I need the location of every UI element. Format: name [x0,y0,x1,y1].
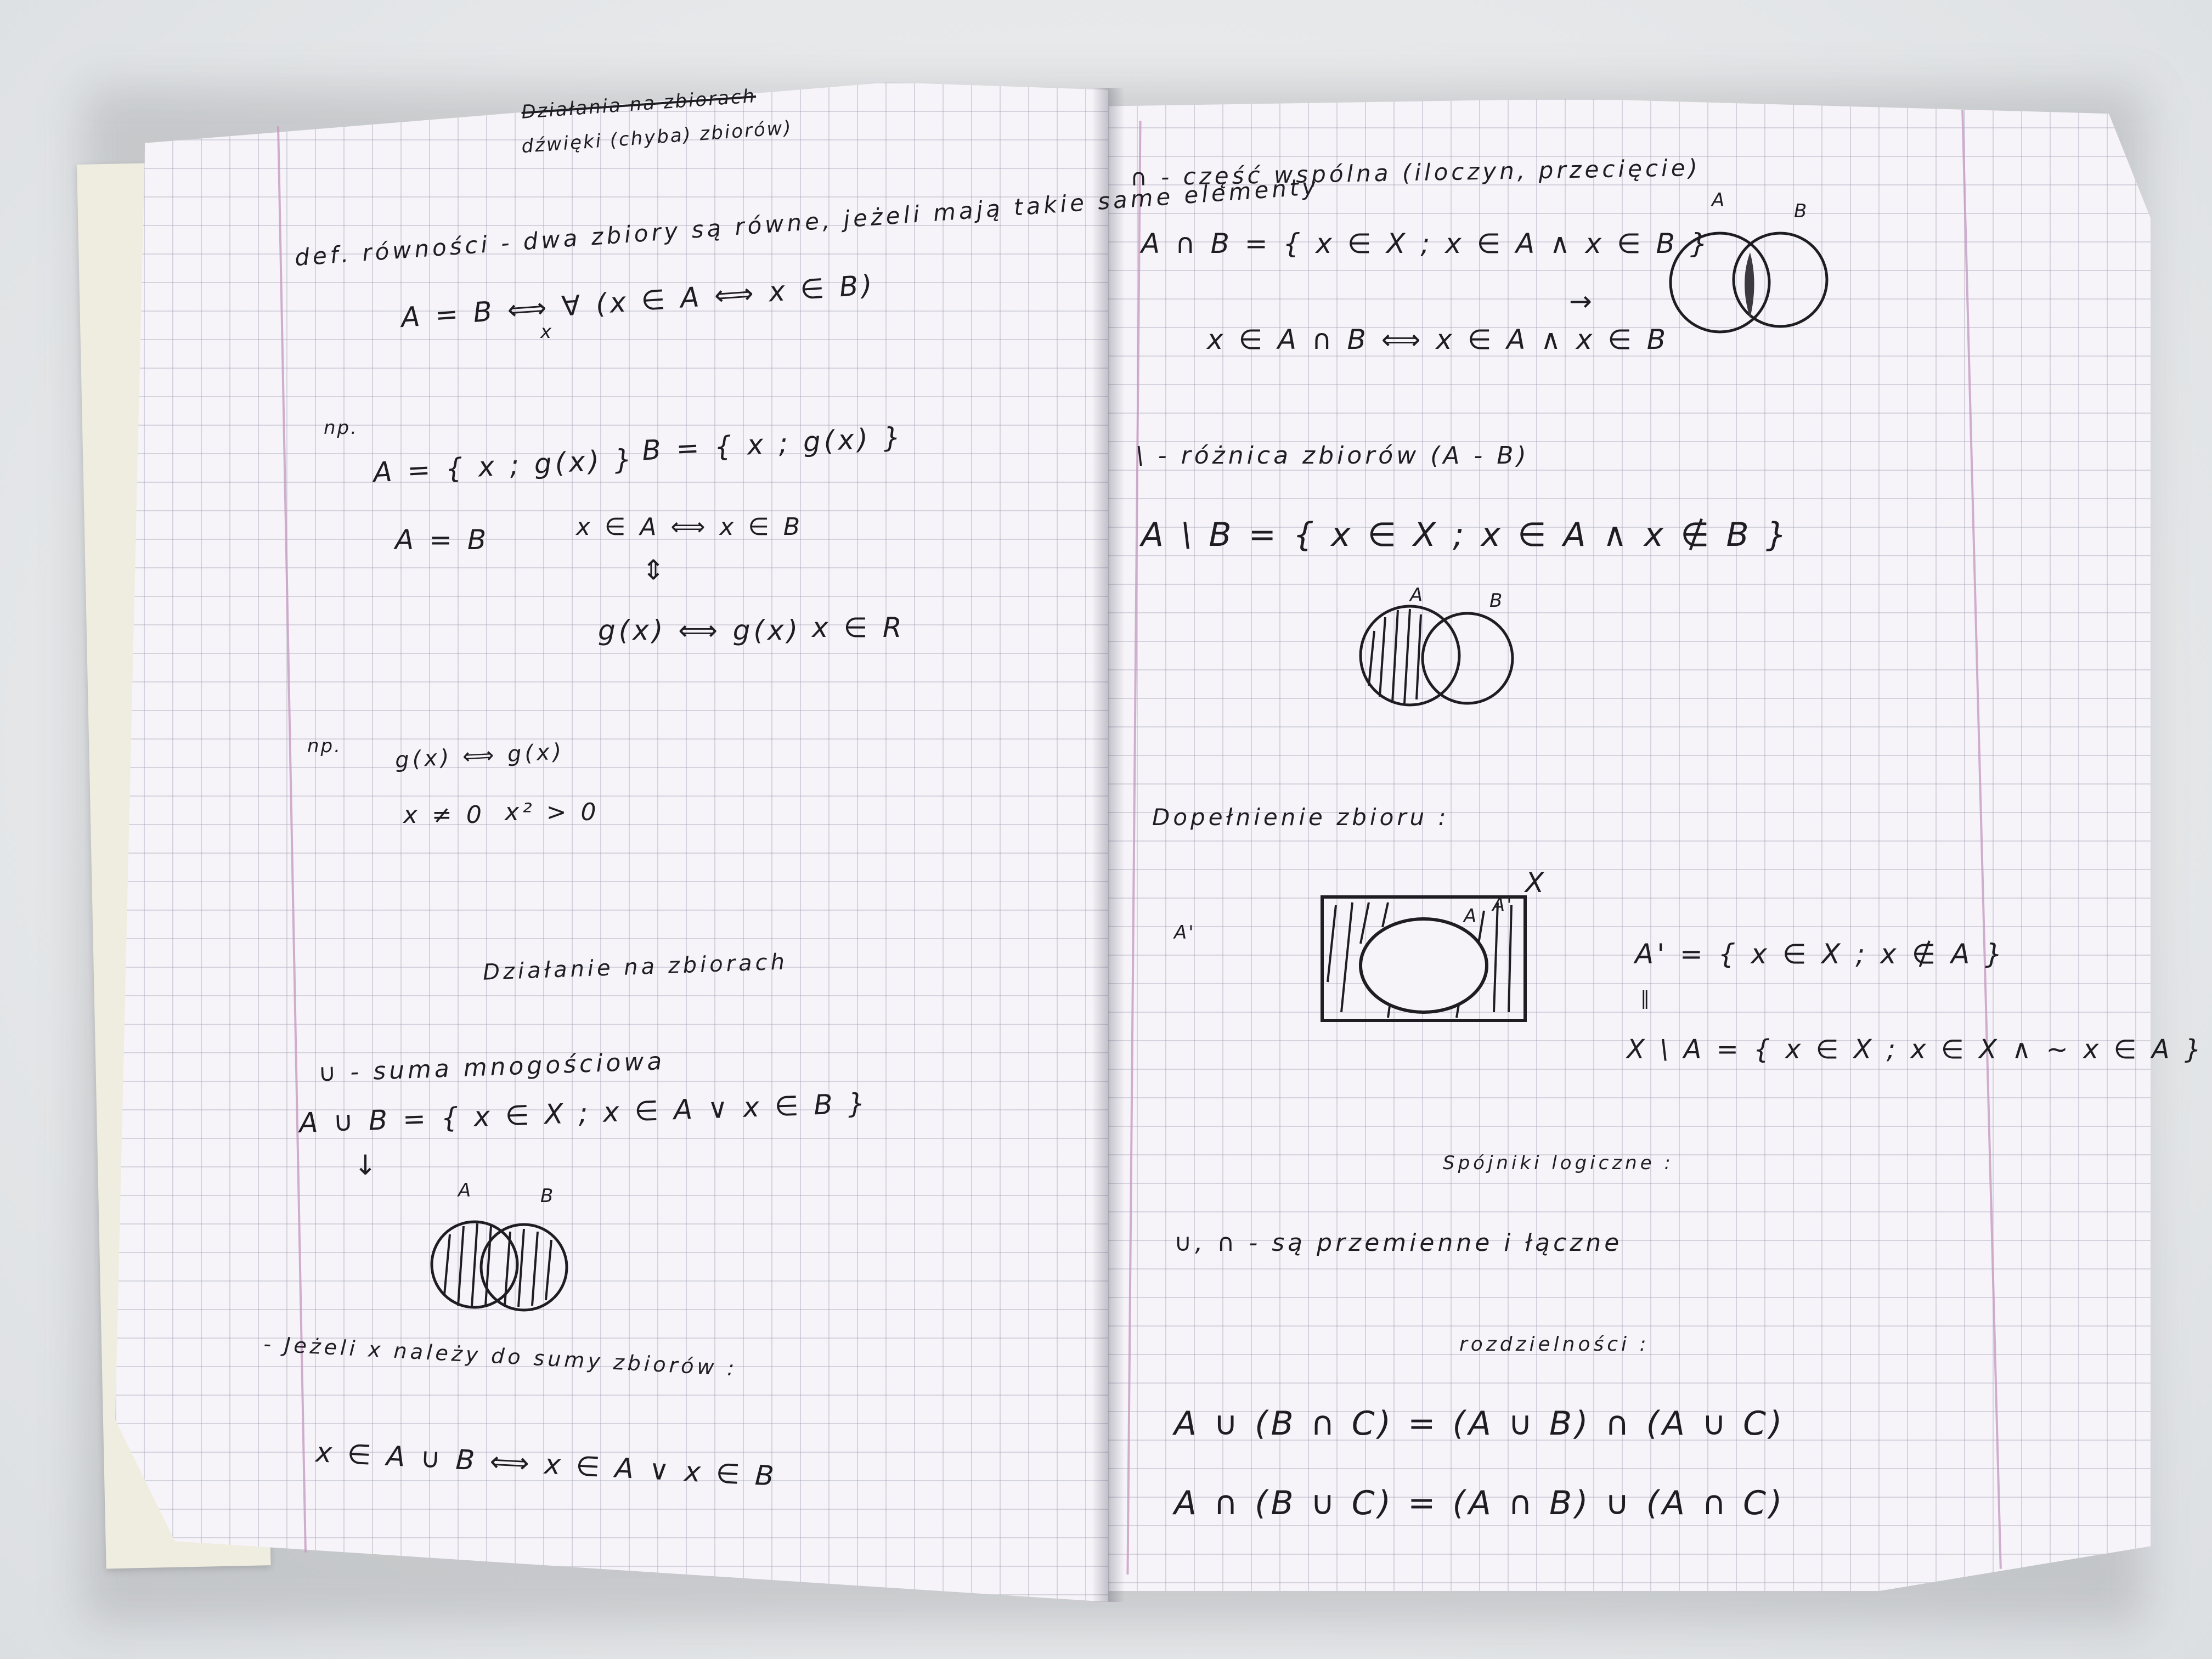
complement-definition: A' = { x ∈ X ; x ∉ A } [1635,938,2006,970]
notebook-right-page [1108,99,2151,1591]
membership-equivalence: x ∈ A ⟺ x ∈ B [576,513,804,541]
intersection-venn-label-a: A [1712,189,1726,211]
difference-title: \ - różnica zbiorów (A - B) [1136,442,1530,470]
union-circle-b [479,1223,568,1312]
complement-box-x: X [1525,867,1548,899]
np-label-2: np. [307,735,342,757]
formula-quantifier-sub: x [540,321,554,343]
union-venn-diagram [430,1220,568,1312]
union-circle-a [430,1220,519,1309]
notebook-gutter [1092,88,1125,1602]
complement-hatching [1327,902,1513,1018]
union-mark: ↓ [354,1149,380,1181]
intersection-circle-b [1732,232,1829,328]
complement-circle-a [1359,917,1488,1014]
x-not-zero: x ≠ 0 [403,801,485,829]
distributive-law-2: A ∩ (B ∪ C) = (A ∩ B) ∪ (A ∩ C) [1174,1484,1786,1522]
union-venn-label-b: B [540,1185,555,1207]
union-hatching [443,1223,552,1307]
x-squared-positive: x² > 0 [505,798,600,826]
difference-definition: A \ B = { x ∈ X ; x ∈ A ∧ x ∉ B } [1141,516,1790,554]
difference-venn-diagram [1359,605,1514,707]
intersection-shaded-area [1745,252,1754,318]
difference-venn-label-b: B [1489,590,1504,612]
complement-inner-aprime: A' [1492,894,1514,916]
difference-circle-a [1359,605,1461,707]
updown-arrow: ⇕ [642,554,668,586]
g-equivalence: g(x) ⟺ g(x) [598,614,802,646]
intersection-formula: x ∈ A ∩ B ⟺ x ∈ A ∧ x ∈ B [1207,324,1669,356]
x-in-r: x ∈ R [812,612,905,644]
difference-venn-label-a: A [1410,584,1425,606]
universe-rectangle [1321,895,1527,1022]
complement-inner-a: A [1464,905,1479,927]
intersection-venn-diagram [1669,232,1829,334]
complement-title: Dopełnienie zbioru : [1152,804,1449,831]
difference-hatching [1368,608,1422,704]
a-equals-b: A = B [395,524,490,556]
intersection-circle-a [1669,232,1771,334]
connectives-title: Spójniki logiczne : [1443,1152,1674,1174]
difference-circle-b [1421,612,1514,705]
complement-label-left: A' [1174,922,1195,944]
distributive-law-1: A ∪ (B ∩ C) = (A ∪ B) ∩ (A ∪ C) [1174,1404,1786,1443]
intersection-definition: A ∩ B = { x ∈ X ; x ∈ A ∧ x ∈ B } [1141,228,1711,259]
connectives-text: ∪, ∩ - są przemienne i łączne [1174,1229,1623,1257]
complement-equals-mark: ‖ [1640,988,1651,1009]
union-venn-label-a: A [458,1180,473,1201]
intersection-venn-label-b: B [1794,200,1809,222]
complement-difference: X \ A = { x ∈ X ; x ∈ X ∧ ~ x ∈ A } [1627,1034,2205,1065]
complement-diagram [1321,895,1527,1022]
np-label-1: np. [324,417,358,439]
distributivity-title: rozdzielności : [1459,1333,1650,1356]
arrow-mark: → [1569,285,1595,317]
